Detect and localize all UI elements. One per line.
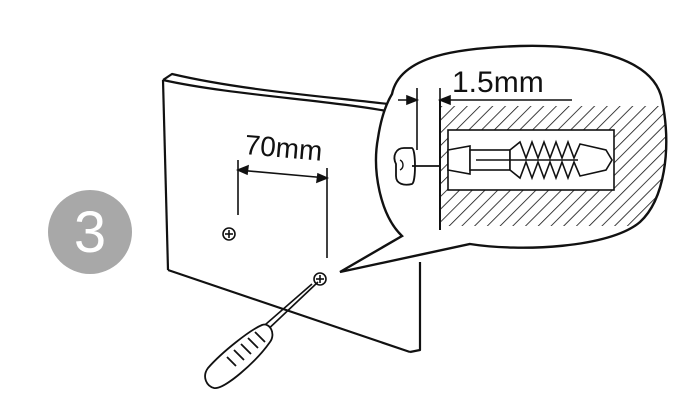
wall-top-edge [162,78,393,114]
dim-line [237,169,328,179]
screw-head-icon [222,227,236,241]
step-badge-circle [48,190,132,274]
spacing-dimension [235,160,330,258]
wall-plug-icon [447,139,613,181]
step-number: 3 [74,200,106,265]
wall-panel [161,72,422,354]
protrusion-label: 1.5mm [452,66,544,99]
spacing-label: 70mm [243,129,323,167]
wall-left-edge [161,79,170,271]
wall-bottom-edge [167,268,411,354]
dim-arrow-right [316,172,330,184]
detail-callout: 1.5mm [339,44,668,274]
wall-right-edge [409,262,422,354]
wall-top-thickness [162,72,389,106]
screw-head-side [393,147,416,186]
screwdriver-icon [204,281,319,389]
step-badge: 3 [48,190,132,274]
dim-arrow-left [235,164,249,176]
protrusion-dimension [398,88,572,150]
